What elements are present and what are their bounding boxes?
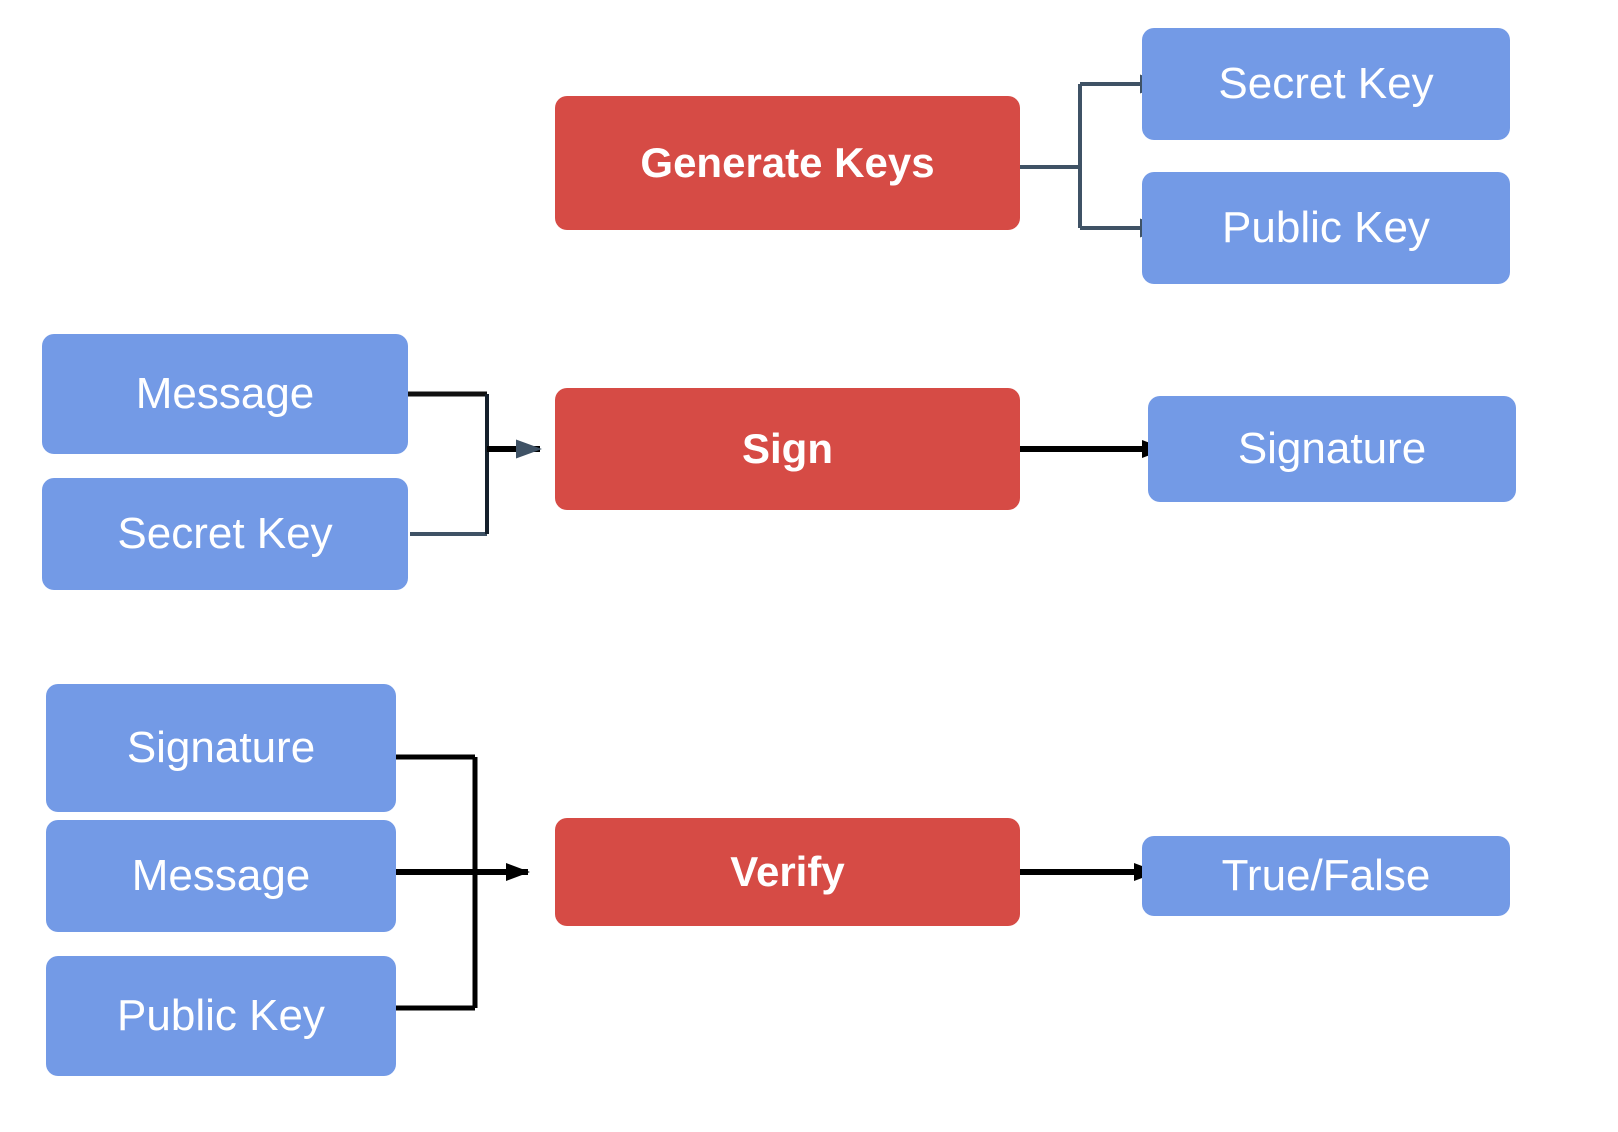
process-generate-keys-label: Generate Keys: [640, 138, 935, 186]
data-message-sign-input-label: Message: [135, 368, 315, 418]
data-message-verify-input[interactable]: Message: [46, 820, 396, 932]
process-sign-label: Sign: [742, 424, 833, 472]
data-secret-key-output[interactable]: Secret Key: [1142, 28, 1510, 140]
data-secret-key-sign-input[interactable]: Secret Key: [42, 478, 408, 590]
data-public-key-output[interactable]: Public Key: [1142, 172, 1510, 284]
data-secret-key-sign-input-label: Secret Key: [117, 508, 333, 558]
data-signature-sign-output-label: Signature: [1237, 423, 1427, 473]
data-public-key-verify-input[interactable]: Public Key: [46, 956, 396, 1076]
data-true-false-output[interactable]: True/False: [1142, 836, 1510, 916]
data-message-sign-input[interactable]: Message: [42, 334, 408, 454]
wire-verify-inputs: [396, 754, 530, 1011]
process-generate-keys[interactable]: Generate Keys: [555, 96, 1020, 230]
process-verify-label: Verify: [730, 847, 845, 895]
data-signature-sign-output[interactable]: Signature: [1148, 396, 1516, 502]
data-signature-verify-input-label: Signature: [126, 722, 316, 772]
data-public-key-verify-input-label: Public Key: [117, 990, 325, 1040]
process-sign[interactable]: Sign: [555, 388, 1020, 510]
wire-sign-inputs: [408, 391, 542, 536]
process-verify[interactable]: Verify: [555, 818, 1020, 926]
data-public-key-output-label: Public Key: [1222, 202, 1430, 252]
data-secret-key-output-label: Secret Key: [1218, 58, 1434, 108]
data-message-verify-input-label: Message: [131, 850, 311, 900]
data-true-false-output-label: True/False: [1221, 850, 1431, 900]
data-signature-verify-input[interactable]: Signature: [46, 684, 396, 812]
